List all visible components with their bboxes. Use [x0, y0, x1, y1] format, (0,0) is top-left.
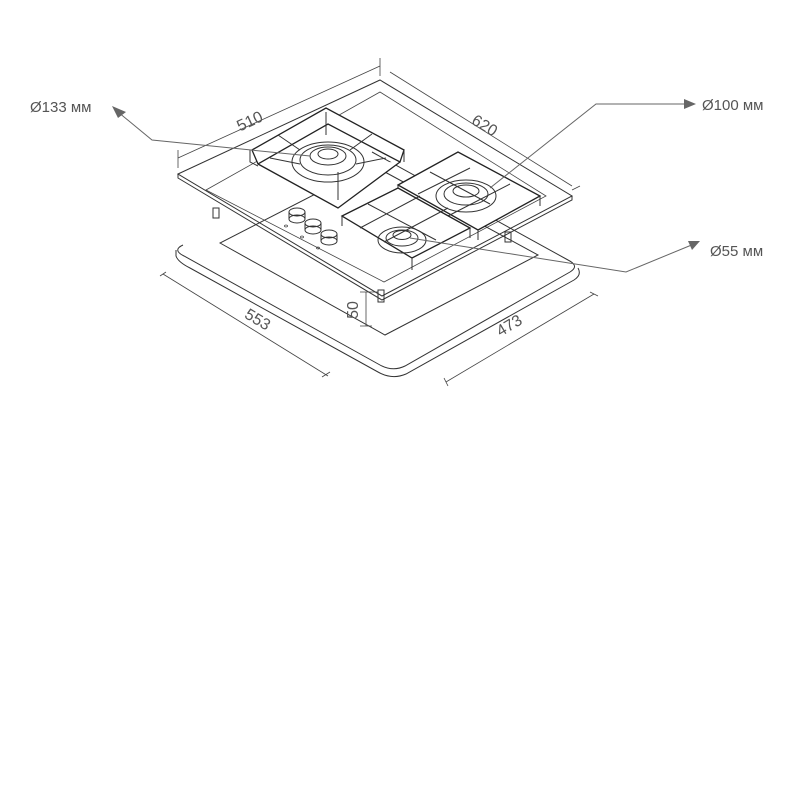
- medium-burner-ring: [435, 179, 497, 213]
- control-knobs: [284, 207, 338, 250]
- hob-foot: [504, 231, 512, 243]
- knob: [300, 218, 322, 239]
- small-burner-cap: [392, 230, 412, 240]
- hob-foot: [212, 207, 220, 219]
- burner-medium-diameter-label: Ø100 мм: [702, 97, 764, 114]
- burner-small-diameter-label: Ø55 мм: [710, 243, 763, 260]
- large-burner-cap: [309, 146, 347, 166]
- dimension-label-473: 473: [494, 312, 526, 340]
- small-burner-grate: [340, 187, 472, 270]
- large-burner-grate: [249, 107, 405, 209]
- burner-large-diameter-label: Ø133 мм: [30, 99, 92, 116]
- small-burner-ring: [377, 226, 427, 254]
- knob: [284, 207, 306, 228]
- dimension-lines: [159, 58, 599, 387]
- dimension-label-50: 50: [345, 301, 362, 319]
- dimension-label-510: 510: [234, 109, 265, 136]
- large-burner-ring: [291, 141, 365, 183]
- knob: [316, 229, 338, 250]
- medium-burner-cap: [452, 184, 480, 198]
- callout-arrows: [112, 99, 700, 273]
- dimension-label-553: 553: [241, 306, 273, 334]
- hob-foot: [377, 289, 385, 303]
